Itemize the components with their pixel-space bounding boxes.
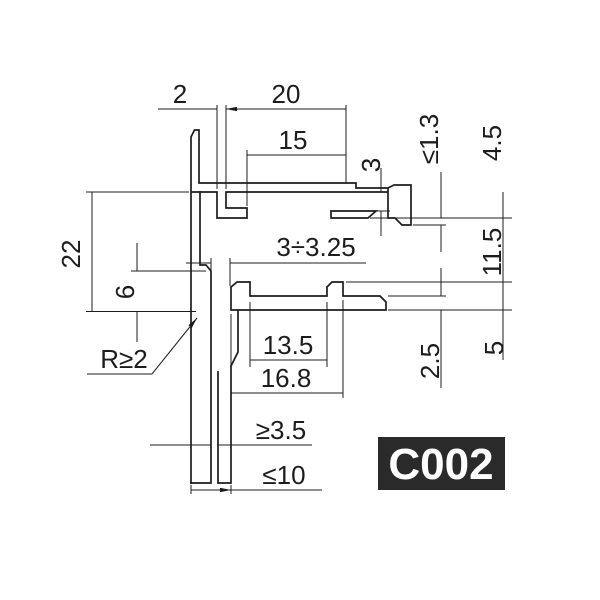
dim-label-channel-height: 5 xyxy=(479,341,509,355)
dim-label-middle-height: 11.5 xyxy=(477,228,507,277)
dim-label-lip-clearance: ≤1.3 xyxy=(414,114,444,164)
dim-label-overall-height: 22 xyxy=(56,240,86,269)
dim-label-stem-width-max: ≤10 xyxy=(262,460,305,490)
dim-label-top-flange-width: 20 xyxy=(272,79,301,109)
dim-label-screw-slot-min: ≥3.5 xyxy=(256,415,306,445)
dim-label-top-flange-thickness: 2 xyxy=(173,79,187,109)
product-code-badge: C002 xyxy=(378,437,505,490)
dim-label-top-gap: 3 xyxy=(356,158,386,172)
dim-label-step-height: 6 xyxy=(110,285,140,299)
dimension-lines-single-arrow xyxy=(87,108,442,446)
dim-label-hook-engagement: 4.5 xyxy=(477,125,507,161)
product-code-badge-background xyxy=(378,437,505,490)
profile-top-section xyxy=(190,129,412,484)
dimension-lines xyxy=(87,108,504,490)
dim-label-channel-inner-width: 13.5 xyxy=(263,330,314,360)
dimension-labels: 2 20 15 3÷3.25 13.5 16.8 ≥3.5 ≤10 R≥2 22… xyxy=(56,79,509,490)
dim-label-corner-radius: R≥2 xyxy=(100,344,148,374)
dim-label-groove-width: 3÷3.25 xyxy=(276,232,355,262)
dimension-lines-double-arrow xyxy=(91,109,504,490)
dim-label-channel-outer-width: 16.8 xyxy=(261,363,312,393)
dim-label-top-opening-width: 15 xyxy=(279,125,308,155)
dim-label-plate-thickness: 2.5 xyxy=(415,343,445,379)
product-code-text: C002 xyxy=(388,440,493,489)
